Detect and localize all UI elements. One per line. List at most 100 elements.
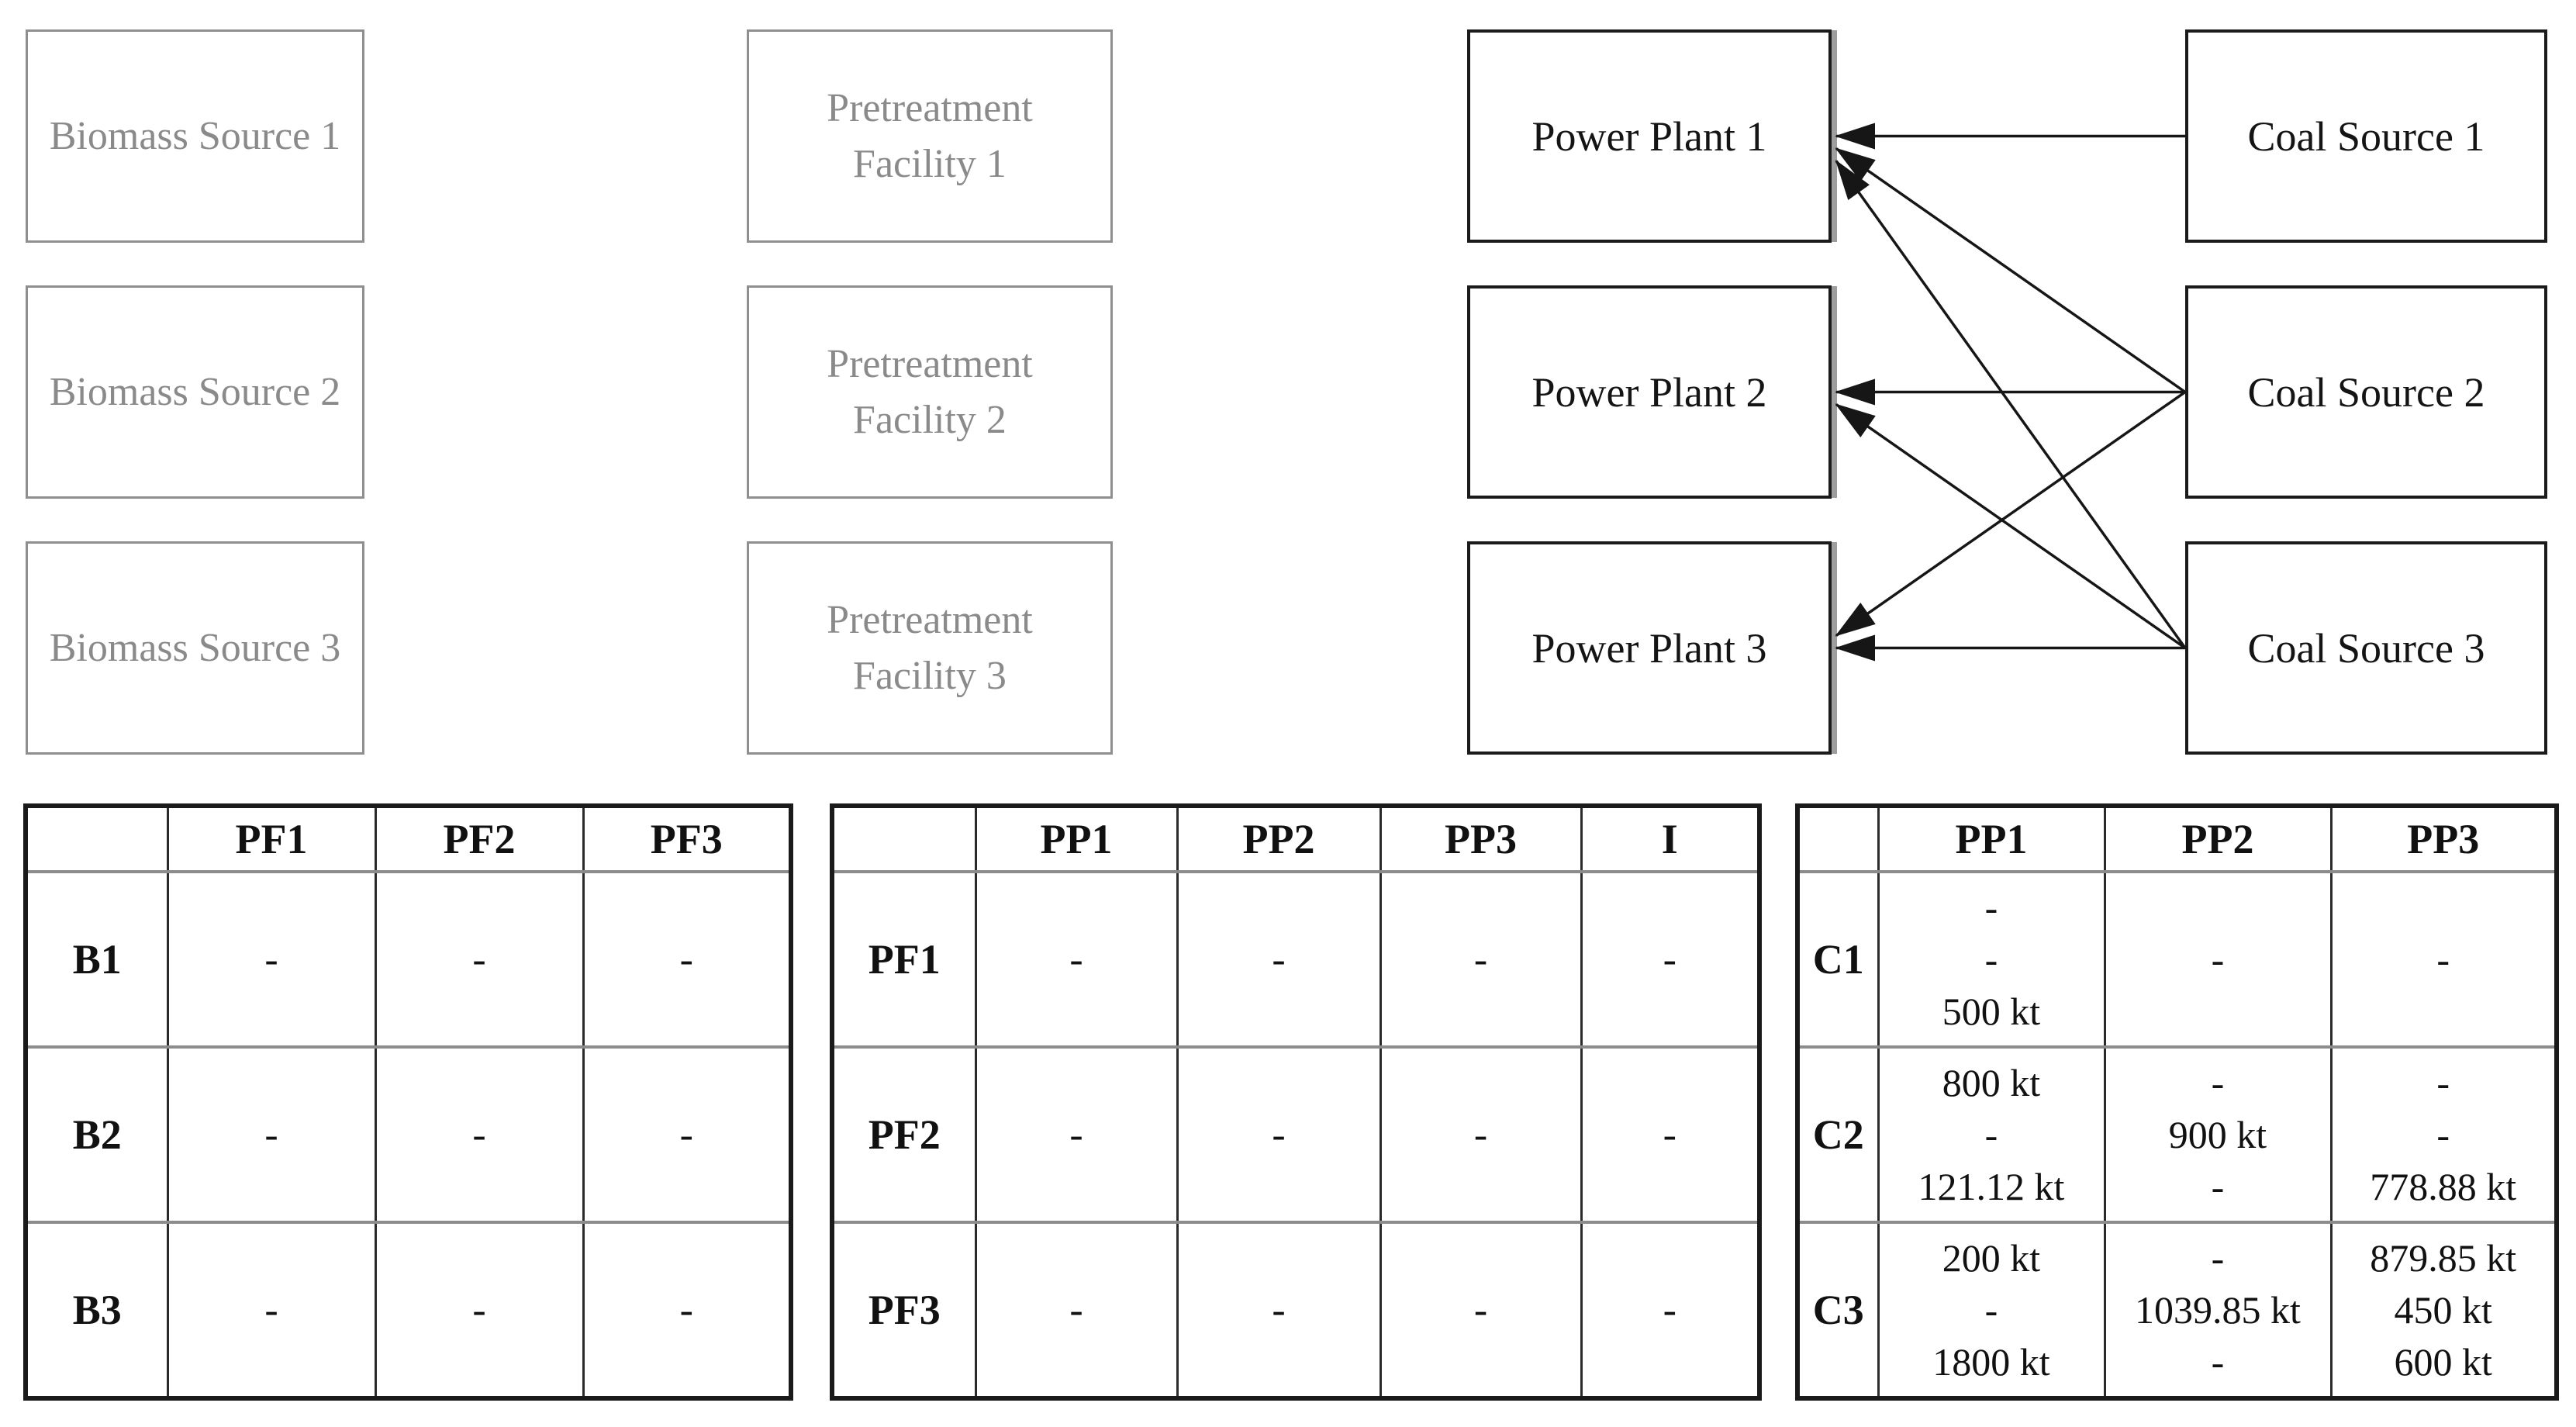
table-row: B2 - - - (26, 1045, 791, 1222)
table-cell: - (374, 1221, 583, 1398)
table-row: PF3 - - - - (832, 1221, 1759, 1398)
biomass-to-pretreatment-table: PF1 PF2 PF3 B1 - - - B2 - - - B3 - - (23, 803, 793, 1401)
column-header-pf1: PF1 (166, 806, 375, 872)
table-corner-cell (26, 806, 167, 872)
table-header-row: PF1 PF2 PF3 (26, 806, 791, 872)
table-cell: - (974, 1045, 1177, 1222)
pretreatment-facility-label-line1: Pretreatment (827, 597, 1033, 642)
table-cell: - - 500 kt (1877, 870, 2105, 1047)
pretreatment-facility-label: Pretreatment Facility 1 (827, 81, 1033, 192)
row-label-b1: B1 (26, 870, 167, 1047)
table-cell: - (1176, 870, 1380, 1047)
table-cell: - (166, 1045, 375, 1222)
row-label-pf1: PF1 (832, 870, 975, 1047)
table-cell: - (1176, 1045, 1380, 1222)
row-label-c2: C2 (1797, 1045, 1878, 1222)
table-corner-cell (1797, 806, 1878, 872)
coal-flow-arrow (1835, 147, 2187, 393)
column-header-i: I (1580, 806, 1759, 872)
power-plant-label: Power Plant 2 (1531, 368, 1767, 416)
cell-line: 121.12 kt (1918, 1165, 2065, 1209)
table-cell: - 1039.85 kt - (2103, 1221, 2331, 1398)
cell-line: - (2211, 938, 2225, 981)
pretreatment-facility-label-line1: Pretreatment (827, 85, 1033, 130)
table-corner-cell (832, 806, 975, 872)
biomass-source-label: Biomass Source 1 (49, 114, 341, 158)
coal-flow-arrow (1835, 391, 2187, 637)
table-cell: - (1580, 1045, 1759, 1222)
cell-line: - (2211, 1235, 2225, 1280)
cell-line: - (2436, 1060, 2450, 1104)
row-label-b3: B3 (26, 1221, 167, 1398)
row-label-pf2: PF2 (832, 1045, 975, 1222)
coal-source-label: Coal Source 1 (2247, 112, 2485, 160)
table-cell: - (974, 870, 1177, 1047)
pretreatment-facility-label-line2: Facility 2 (853, 397, 1007, 442)
table-cell: 200 kt - 1800 kt (1877, 1221, 2105, 1398)
power-plant-box-3: Power Plant 3 (1467, 541, 1832, 755)
table-row: PF2 - - - - (832, 1045, 1759, 1222)
table-header-row: PP1 PP2 PP3 (1797, 806, 2557, 872)
cell-line: - (2211, 1165, 2225, 1209)
cell-line: - (1984, 1287, 1998, 1332)
pretreatment-facility-label: Pretreatment Facility 3 (827, 593, 1033, 704)
table-header-row: PP1 PP2 PP3 I (832, 806, 1759, 872)
table-cell: - (974, 1221, 1177, 1398)
table-cell: - (1176, 1221, 1380, 1398)
column-header-pp3: PP3 (2329, 806, 2557, 872)
cell-line: 200 kt (1942, 1235, 2041, 1280)
table-cell: 800 kt - 121.12 kt (1877, 1045, 2105, 1222)
coal-flow-arrow (1835, 403, 2187, 649)
biomass-source-box-3: Biomass Source 3 (26, 541, 364, 755)
pretreatment-to-powerplant-table: PP1 PP2 PP3 I PF1 - - - - PF2 - - - - (830, 803, 1762, 1401)
cell-line: - (1984, 1112, 1998, 1156)
coal-source-box-1: Coal Source 1 (2185, 29, 2547, 243)
table-cell: - (2103, 870, 2331, 1047)
column-header-pp1: PP1 (974, 806, 1177, 872)
pretreatment-facility-label-line2: Facility 3 (853, 653, 1007, 698)
table-row: B1 - - - (26, 870, 791, 1047)
coal-flow-arrow (1835, 159, 2187, 649)
cell-line: 800 kt (1942, 1060, 2041, 1104)
coal-source-label: Coal Source 3 (2247, 624, 2485, 672)
cell-line: 500 kt (1942, 990, 2041, 1034)
pretreatment-facility-label-line2: Facility 1 (853, 141, 1007, 186)
cell-line: - (1984, 937, 1998, 981)
biomass-source-label: Biomass Source 2 (49, 370, 341, 414)
pretreatment-facility-box-3: Pretreatment Facility 3 (747, 541, 1113, 755)
cell-line: - (2211, 1340, 2225, 1384)
table-cell: - (1379, 870, 1581, 1047)
power-plant-label: Power Plant 1 (1531, 112, 1767, 160)
table-cell: - (1580, 870, 1759, 1047)
table-cell: - (582, 870, 791, 1047)
table-cell: - (1379, 1221, 1581, 1398)
pretreatment-facility-box-1: Pretreatment Facility 1 (747, 29, 1113, 243)
table-cell: - 900 kt - (2103, 1045, 2331, 1222)
coal-to-powerplant-table: PP1 PP2 PP3 C1 - - 500 kt - (1795, 803, 2559, 1401)
biomass-source-label: Biomass Source 3 (49, 626, 341, 670)
row-label-c3: C3 (1797, 1221, 1878, 1398)
pretreatment-facility-label: Pretreatment Facility 2 (827, 337, 1033, 448)
column-header-pf2: PF2 (374, 806, 583, 872)
cell-line: 1039.85 kt (2135, 1287, 2301, 1332)
table-cell: - (1379, 1045, 1581, 1222)
table-cell: - (2329, 870, 2557, 1047)
cell-line: 1800 kt (1932, 1340, 2050, 1384)
table-cell: - (582, 1045, 791, 1222)
table-cell: - (374, 1045, 583, 1222)
biomass-source-box-1: Biomass Source 1 (26, 29, 364, 243)
table-cell: - (166, 870, 375, 1047)
power-plant-box-2: Power Plant 2 (1467, 285, 1832, 499)
cell-line: 450 kt (2394, 1287, 2492, 1332)
power-plant-box-1: Power Plant 1 (1467, 29, 1832, 243)
coal-source-label: Coal Source 2 (2247, 368, 2485, 416)
row-label-b2: B2 (26, 1045, 167, 1222)
table-row: B3 - - - (26, 1221, 791, 1398)
pretreatment-facility-box-2: Pretreatment Facility 2 (747, 285, 1113, 499)
table-row: C1 - - 500 kt - - (1797, 870, 2557, 1047)
cell-line: - (2211, 1060, 2225, 1104)
cell-line: 600 kt (2394, 1340, 2492, 1384)
table-row: C3 200 kt - 1800 kt - 1039.85 kt - (1797, 1221, 2557, 1398)
cell-line: 900 kt (2168, 1112, 2267, 1156)
